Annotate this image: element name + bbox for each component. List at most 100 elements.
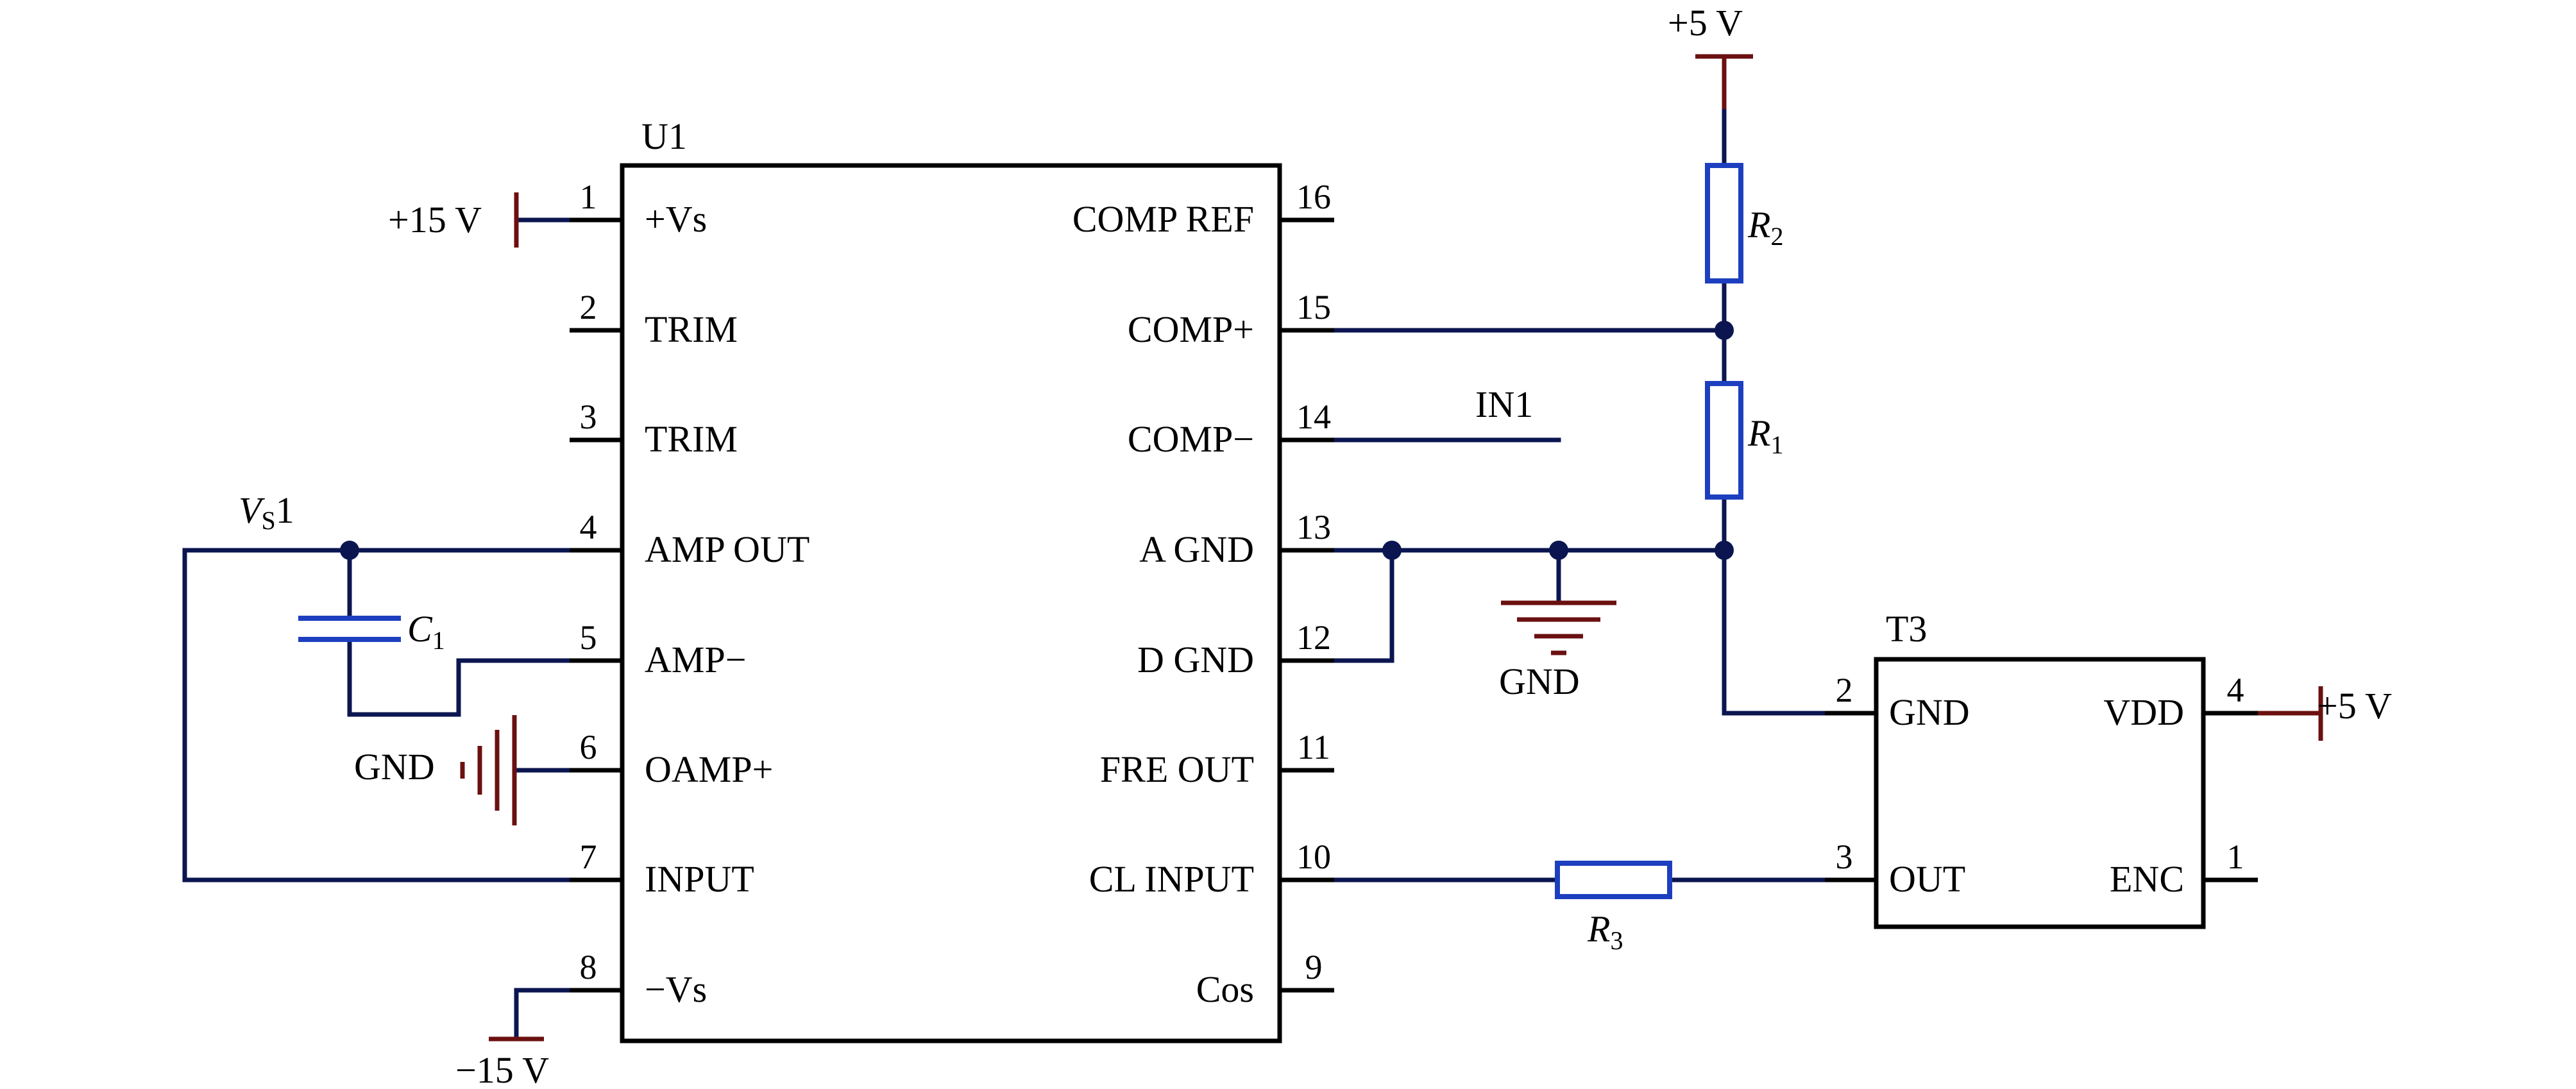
- t3-pin-name: VDD: [2103, 691, 2184, 733]
- wire-c1-bottom: [347, 639, 572, 717]
- u1-pin-name: INPUT: [645, 858, 754, 900]
- u1-pin-name: D GND: [1137, 639, 1254, 680]
- junction-dot: [1549, 541, 1568, 560]
- u1-pin-number: 7: [580, 838, 597, 876]
- resistor-r1: [1705, 381, 1743, 500]
- u1-pin-number: 13: [1296, 508, 1331, 546]
- junction-dot: [1715, 321, 1734, 340]
- t3-pin-number: 3: [1836, 838, 1853, 876]
- power-pos5-top-symbol: [1695, 54, 1753, 109]
- u1-pin-number: 9: [1305, 948, 1323, 986]
- u1-pin-name: CL INPUT: [1089, 858, 1254, 900]
- power-label-pos15: +15 V: [388, 199, 482, 241]
- u1-pin-12: 12D GND: [1137, 618, 1334, 680]
- u1-pin-name: FRE OUT: [1100, 748, 1254, 790]
- power-label-pos5-t3: +5 V: [2317, 685, 2392, 727]
- resistor-r2: [1705, 163, 1743, 283]
- power-pos5-t3-symbol: [2258, 686, 2323, 741]
- wires: [182, 106, 1827, 1042]
- power-label-pos5-top: +5 V: [1668, 2, 1743, 44]
- t3-pin-number: 2: [1836, 671, 1853, 709]
- u1-pin-number: 5: [580, 618, 597, 657]
- u1-pin-name: AMP OUT: [645, 528, 809, 570]
- wire-vs1-loop: [182, 548, 572, 882]
- u1-pin-name: COMP−: [1128, 418, 1254, 460]
- u1-pin-1: 1 +Vs: [570, 178, 707, 240]
- t3-pin-number: 4: [2227, 671, 2244, 709]
- u1-pin-number: 10: [1296, 838, 1331, 876]
- t3-pin-name: OUT: [1889, 858, 1965, 900]
- junction-dot: [1715, 541, 1734, 560]
- ground-left-symbol: [460, 715, 570, 825]
- u1-pin-name: −Vs: [645, 968, 707, 1010]
- label-r2: R2: [1747, 204, 1783, 251]
- components: [298, 163, 1743, 899]
- net-vs1-sub: S: [261, 506, 275, 535]
- gnd-label-left: GND: [354, 746, 435, 788]
- label-r1-main: R: [1747, 412, 1770, 454]
- ground-center-symbol: [1501, 600, 1616, 655]
- junctions: [340, 321, 1734, 560]
- u1-pin-number: 3: [580, 398, 597, 436]
- net-vs1-main: V: [239, 489, 266, 531]
- u1-body: [620, 163, 1282, 1043]
- t3-pin-name: GND: [1889, 691, 1970, 733]
- u1-pin-name: TRIM: [645, 418, 738, 460]
- u1-pin-8: 8 −Vs: [570, 948, 707, 1010]
- power-symbols: [460, 54, 2323, 1042]
- label-r1: R1: [1747, 412, 1783, 459]
- u1-designator: U1: [641, 115, 687, 157]
- u1-pin-name: COMP REF: [1072, 198, 1254, 240]
- u1-pin-name: OAMP+: [645, 748, 773, 790]
- u1-pin-name: COMP+: [1128, 308, 1254, 350]
- wire-neg15: [514, 988, 572, 1042]
- u1-pin-number: 8: [580, 948, 597, 986]
- label-r3-sub: 3: [1610, 926, 1623, 955]
- u1-pin-number: 16: [1296, 178, 1331, 216]
- label-r2-main: R: [1747, 204, 1770, 246]
- label-r1-sub: 1: [1770, 430, 1783, 459]
- label-c1-sub: 1: [432, 626, 445, 655]
- label-r3-main: R: [1587, 908, 1610, 950]
- junction-dot: [340, 541, 359, 560]
- u1-pin-name: TRIM: [645, 308, 738, 350]
- label-r2-sub: 2: [1770, 222, 1783, 251]
- u1-pin-name: A GND: [1139, 528, 1254, 570]
- u1-pin-number: 1: [580, 178, 597, 216]
- label-r3: R3: [1587, 908, 1623, 955]
- net-label-in1: IN1: [1475, 384, 1533, 425]
- net-vs1-suffix: 1: [276, 489, 294, 531]
- u1-pin-name: Cos: [1196, 968, 1254, 1010]
- t3-body: [1874, 657, 2206, 929]
- power-pos15-symbol: [514, 192, 570, 248]
- capacitor-c1: [298, 616, 401, 642]
- label-c1-main: C: [407, 608, 433, 650]
- net-label-vs1: VS1: [239, 489, 294, 535]
- u1-pin-number: 14: [1296, 398, 1331, 436]
- t3-pin-name: ENC: [2110, 858, 2184, 900]
- power-label-neg15: −15 V: [455, 1049, 549, 1089]
- resistor-r3: [1555, 861, 1672, 899]
- u1-pin-number: 11: [1297, 728, 1330, 766]
- t3-designator: T3: [1886, 608, 1927, 650]
- junction-dot: [1382, 541, 1402, 560]
- wire-dgnd: [1332, 548, 1394, 663]
- u1-pin-number: 6: [580, 728, 597, 766]
- u1-pin-name: +Vs: [645, 198, 707, 240]
